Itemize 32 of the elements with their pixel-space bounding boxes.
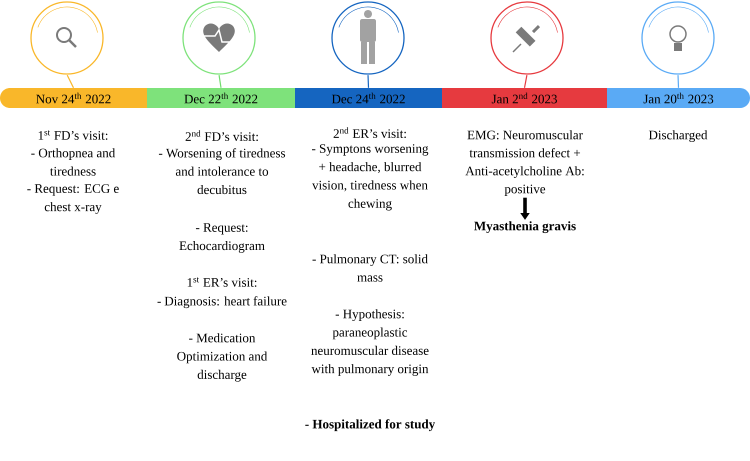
note-text: - Medication Optimization and discharge (177, 333, 268, 382)
note-text: - Diagnosis: heart failure (158, 296, 287, 308)
icon-circle (641, 1, 715, 75)
note-text: - Request: Echocardiogram (179, 223, 265, 253)
note-text: - Symptons worsening + headache, blurred vision, tiredness when chewing (312, 144, 428, 211)
icon-circle (331, 1, 405, 75)
date-band: Jan 20$^{th}$ 2023 (607, 88, 750, 108)
date-band: Dec 22$^{th}$ 2022 (147, 88, 295, 108)
connector (524, 75, 528, 88)
connector (367, 75, 370, 88)
icon-circle (30, 1, 104, 75)
note-text: Discharged (648, 130, 708, 142)
connector (66, 74, 74, 88)
note-text: 1$^{st}$ ER’s visit: (188, 277, 256, 287)
date-band: Jan 2$^{nd}$ 2023 (442, 88, 607, 108)
note-text: - Hypothesis: paraneoplastic neuromuscular disease with pulmonary origin (311, 309, 429, 376)
note-text: 2$^{nd}$ ER’s visit: (334, 127, 406, 138)
note-text: - Worsening of tiredness and intolerance to decubitus (158, 148, 286, 194)
icon-circle (490, 1, 564, 75)
connector (218, 75, 222, 88)
icon-circle (182, 1, 256, 75)
note-text: - Pulmonary CT: solid mass (312, 254, 428, 282)
note-text: - Orthopnea and tiredness (31, 148, 116, 176)
note-text: 1$^{st}$ FD’s visit: (38, 130, 108, 140)
finding-text: Myasthenia gravis (474, 221, 576, 234)
note-text: - Hospitalized for study (305, 419, 436, 432)
connector (677, 75, 680, 88)
finding-text: EMG: Neuromuscular transmission defect + Anti-acetylcholine Ab: positive (465, 130, 584, 196)
note-text: - Request: ECG e chest x-ray (27, 184, 119, 214)
note-text: 2$^{nd}$ FD’s visit: (186, 130, 258, 142)
date-band: Nov 24$^{th}$ 2022 (0, 88, 147, 108)
date-band: Dec 24$^{th}$ 2022 (295, 88, 442, 108)
